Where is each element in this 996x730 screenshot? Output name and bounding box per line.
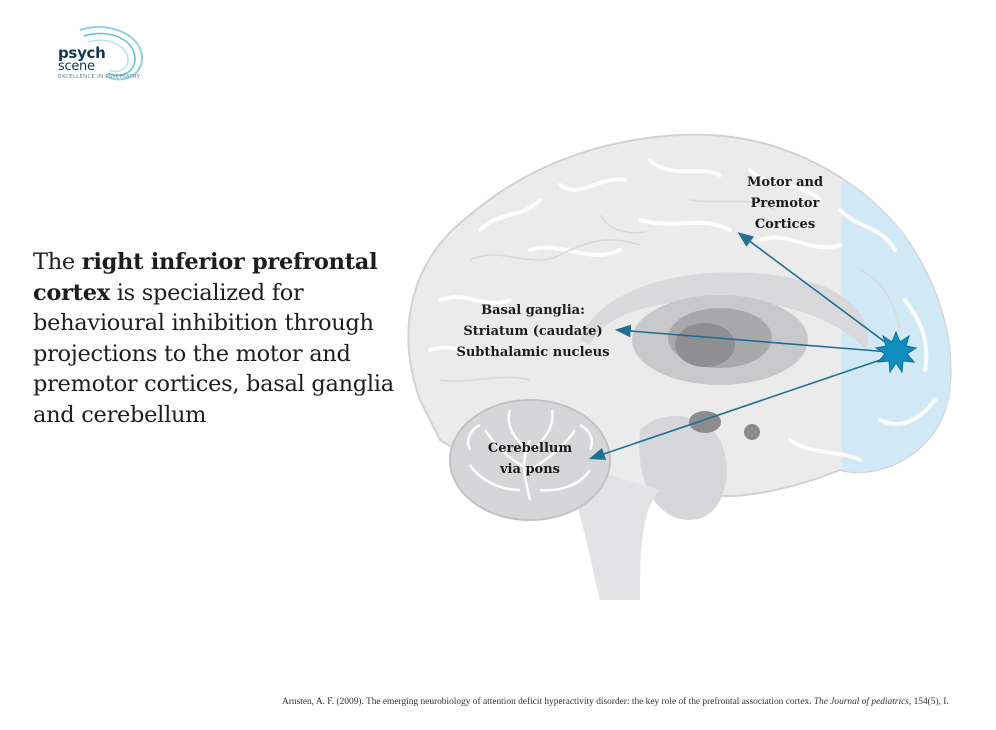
label-motor-line1: Motor and (746, 175, 824, 190)
brainstem (639, 416, 727, 520)
arrow-to-basal-ganglia (614, 324, 891, 353)
label-motor-cortices: Motor and Premotor Cortices (747, 172, 823, 235)
starburst-icon (874, 330, 918, 374)
main-text-emphasis: right inferior prefrontal cortex (33, 249, 378, 306)
psych-scene-logo: psych scene EXCELLENCE IN PSYCHIATRY (40, 22, 150, 84)
label-basal-ganglia: Basal ganglia: Striatum (caudate) Subtha… (456, 300, 609, 363)
logo-name-line1: psych (58, 44, 106, 62)
citation-authors: Arnsten, A. F. (2009). The emerging neur… (282, 697, 814, 707)
label-basal-line2: Striatum (caudate) (463, 324, 603, 339)
citation: Arnsten, A. F. (2009). The emerging neur… (282, 697, 992, 707)
main-text-prefix: The (33, 249, 82, 275)
corpus-callosum (580, 272, 868, 350)
label-basal-line1: Basal ganglia: (481, 303, 585, 318)
label-cerebellum: Cerebellum via pons (488, 438, 572, 480)
logo-swirl-icon (79, 25, 144, 81)
label-cerebellum-line1: Cerebellum (487, 441, 573, 456)
citation-rest: , 154(5), I. (908, 697, 949, 707)
cerebellum-shape (449, 399, 611, 521)
main-description: The right inferior prefrontal cortex is … (33, 247, 413, 430)
label-basal-line3: Subthalamic nucleus (456, 345, 610, 360)
brain-diagram: Motor and Premotor Cortices Basal gangli… (380, 120, 980, 600)
citation-journal: The Journal of pediatrics (813, 697, 909, 707)
brain-illustration (407, 133, 952, 600)
logo-name-line2: scene (58, 59, 95, 74)
midbrain (689, 411, 721, 433)
thalamus (675, 323, 735, 367)
label-motor-line3: Cortices (754, 217, 816, 232)
main-text-suffix: is specialized for behavioural inhibitio… (33, 279, 394, 428)
label-motor-line2: Premotor (750, 196, 820, 211)
arbor-vitae (466, 409, 594, 501)
arrow-to-motor-cortex (737, 232, 894, 349)
arrow-to-cerebellum (588, 355, 893, 460)
label-cerebellum-line2: via pons (500, 462, 560, 477)
logo-tagline: EXCELLENCE IN PSYCHIATRY (58, 74, 141, 80)
